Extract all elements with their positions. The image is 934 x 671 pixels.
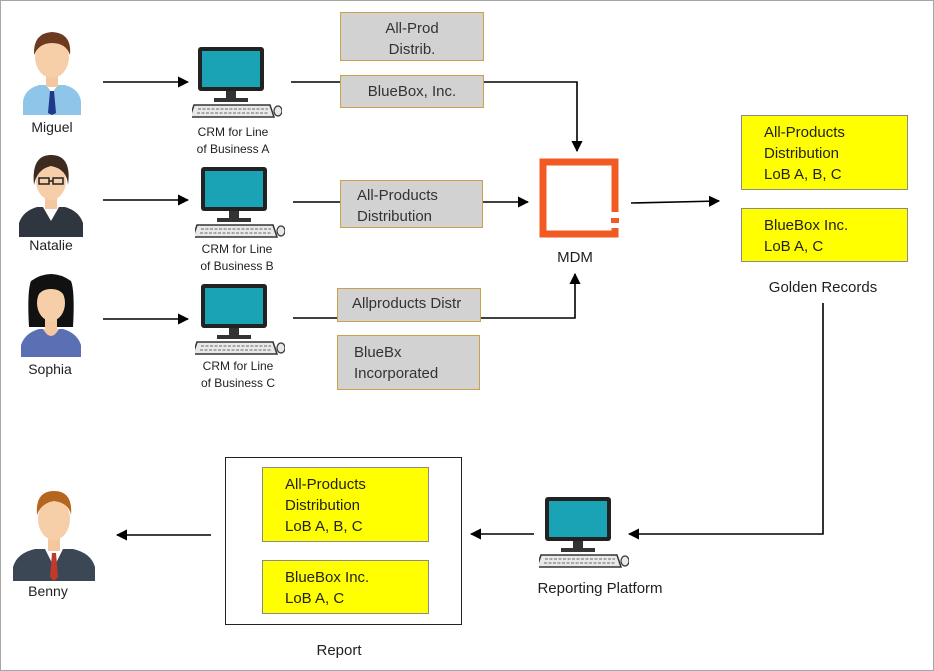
- source-record-c-bottom-line1: BlueBx: [354, 344, 402, 361]
- golden-record-2-line1: BlueBox Inc.: [764, 217, 849, 234]
- desktop-computer-icon: [191, 167, 286, 238]
- crm-label-b-line1: CRM for Line: [201, 242, 273, 256]
- golden-record-2: BlueBox Inc. LoB A, C: [741, 208, 908, 262]
- report-record-1-line2: Distribution: [285, 497, 361, 514]
- mdm-label: MDM: [557, 249, 593, 266]
- desktop-computer-icon: [191, 284, 286, 355]
- mdm-logo-icon: [539, 158, 619, 238]
- report-record-2: BlueBox Inc. LoB A, C: [262, 560, 429, 614]
- report-title: Report: [316, 642, 362, 659]
- source-record-b-line1: All-Products: [357, 187, 438, 204]
- person-sophia: [19, 271, 83, 362]
- crm-label-c: CRM for Line of Business C: [188, 358, 288, 392]
- crm-label-a-line1: CRM for Line: [197, 125, 269, 139]
- person-natalie: [17, 151, 85, 242]
- person-label-sophia: Sophia: [28, 361, 72, 377]
- source-record-a-bottom: BlueBox, Inc.: [340, 75, 484, 108]
- crm-computer-b: [191, 165, 286, 244]
- reporting-platform-computer: [535, 495, 630, 574]
- report-record-1: All-Products Distribution LoB A, B, C: [262, 467, 429, 542]
- source-record-c-top: Allproducts Distr: [337, 288, 481, 322]
- person-avatar-icon: [19, 155, 83, 237]
- desktop-computer-icon: [535, 497, 630, 568]
- source-record-c-bottom-line2: Incorporated: [354, 365, 439, 382]
- desktop-computer-icon: [188, 47, 283, 118]
- source-record-a-top: All-Prod Distrib.: [340, 12, 484, 61]
- golden-record-1-line1: All-Products: [764, 124, 845, 141]
- crm-computer-a: [188, 45, 283, 124]
- arrow-mdm-to-golden: [630, 195, 721, 207]
- person-avatar-icon: [13, 491, 95, 581]
- person-avatar-icon: [21, 274, 81, 357]
- golden-record-1: All-Products Distribution LoB A, B, C: [741, 115, 908, 190]
- source-record-a-top-line2: Distrib.: [388, 41, 436, 58]
- source-record-b-line2: Distribution: [357, 208, 433, 225]
- source-record-a-top-line1: All-Prod: [385, 20, 439, 37]
- golden-records-title: Golden Records: [768, 279, 878, 296]
- golden-record-1-line2: Distribution: [764, 145, 840, 162]
- person-miguel: [19, 27, 85, 120]
- source-record-c-bottom: BlueBx Incorporated: [337, 335, 480, 390]
- person-avatar-icon: [23, 32, 81, 115]
- report-record-2-line1: BlueBox Inc.: [285, 569, 370, 586]
- person-benny: [11, 485, 97, 586]
- report-record-2-line2: LoB A, C: [285, 590, 345, 607]
- mdm-hub: [539, 158, 619, 243]
- crm-label-c-line1: CRM for Line: [202, 359, 274, 373]
- crm-computer-c: [191, 282, 286, 361]
- arrow-golden-to-reporting: [627, 303, 824, 540]
- crm-label-a: CRM for Line of Business A: [183, 124, 283, 158]
- crm-label-a-line2: of Business A: [196, 142, 270, 156]
- source-record-a-bottom-line1: BlueBox, Inc.: [367, 83, 457, 100]
- source-record-b: All-Products Distribution: [340, 180, 483, 228]
- golden-record-1-line3: LoB A, B, C: [764, 166, 842, 183]
- report-record-1-line3: LoB A, B, C: [285, 518, 363, 535]
- person-label-natalie: Natalie: [29, 237, 73, 253]
- person-label-miguel: Miguel: [31, 119, 73, 135]
- golden-record-2-line2: LoB A, C: [764, 238, 824, 255]
- person-label-benny: Benny: [28, 583, 68, 599]
- source-record-c-top-line1: Allproducts Distr: [352, 295, 462, 312]
- report-record-1-line1: All-Products: [285, 476, 366, 493]
- crm-label-b: CRM for Line of Business B: [187, 241, 287, 275]
- crm-label-c-line2: of Business C: [200, 376, 276, 390]
- report-frame: [225, 457, 462, 625]
- reporting-platform-label: Reporting Platform: [537, 580, 663, 597]
- crm-label-b-line2: of Business B: [200, 259, 274, 273]
